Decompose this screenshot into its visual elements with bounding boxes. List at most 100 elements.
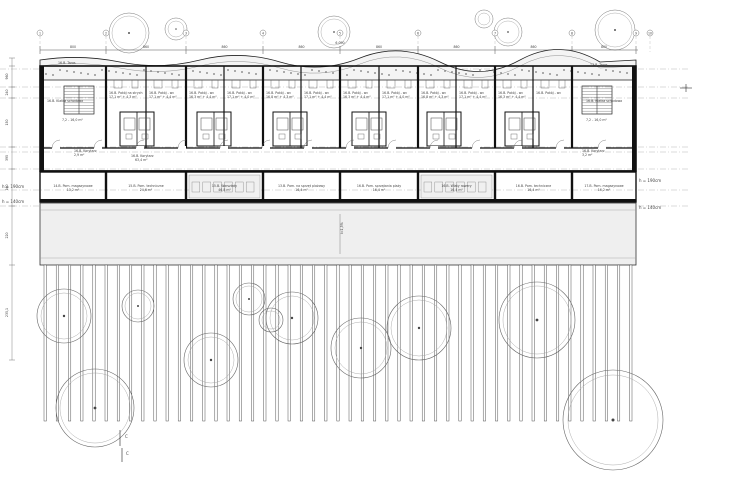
planting-dot xyxy=(451,71,453,73)
planting-dot xyxy=(486,70,488,72)
pile xyxy=(43,264,47,422)
planting-dot xyxy=(444,70,446,72)
dimension-label: 860 xyxy=(143,45,149,49)
sink-icon xyxy=(141,133,149,140)
door-opening xyxy=(472,146,480,150)
planting-dot xyxy=(388,74,390,76)
pile xyxy=(324,264,328,422)
service-wall xyxy=(416,172,420,200)
bed-icon xyxy=(347,79,357,89)
pile xyxy=(458,264,462,422)
grid-axis-label: 7 xyxy=(494,31,496,35)
partition-wall xyxy=(338,66,342,148)
planting-dot xyxy=(101,69,103,71)
corridor-label: 16.B. Korytarz xyxy=(582,149,605,153)
pile xyxy=(385,264,389,422)
section-mark: C xyxy=(121,448,129,462)
grid-axis-label: 1 xyxy=(39,31,41,35)
pile xyxy=(68,264,72,422)
service-room-area: 46,8 m² xyxy=(218,188,231,192)
bike-stand-icon xyxy=(445,181,454,193)
room-label: 16.B. Pokój - wc xyxy=(149,91,174,95)
tree xyxy=(265,291,319,345)
service-room-label: 16.B. Pom. techniczne xyxy=(516,184,552,188)
tree xyxy=(594,9,636,51)
door-swing xyxy=(303,139,313,149)
pile xyxy=(263,264,267,422)
pile xyxy=(543,264,547,422)
tree xyxy=(493,17,523,47)
bike-stand-icon xyxy=(245,181,255,193)
partition-wall xyxy=(300,66,302,148)
tree xyxy=(317,15,351,49)
pile xyxy=(360,264,364,422)
sink-icon xyxy=(432,133,440,140)
planting-dot xyxy=(577,71,579,73)
level-mark: h = 190cm xyxy=(2,184,24,189)
bed-icon xyxy=(386,79,396,89)
terrace-strip xyxy=(39,49,637,81)
bike-stand-icon xyxy=(434,181,443,193)
door-swing xyxy=(471,139,481,149)
wardrobe-icon xyxy=(249,79,257,89)
pile xyxy=(104,264,108,422)
pile xyxy=(556,264,560,422)
door-opening xyxy=(556,146,564,150)
service-wall xyxy=(338,172,342,200)
service-room-label: 15.B. Pom. techniczne xyxy=(128,184,164,188)
room-label: 16.B. Pokój - wc xyxy=(459,91,484,95)
service-room-area: 24,6 m² xyxy=(140,188,153,192)
planting-dot xyxy=(122,72,124,74)
pile xyxy=(409,264,413,422)
bed-icon xyxy=(463,79,473,89)
planting-dot xyxy=(563,69,565,71)
pile xyxy=(446,264,450,422)
pile xyxy=(470,264,474,422)
door-opening xyxy=(598,146,606,150)
pile xyxy=(116,264,120,422)
sink-icon xyxy=(125,133,133,140)
service-room-area: 16,4 m² xyxy=(295,188,308,192)
room-area: 16,8 m² + 4,3 m² xyxy=(266,95,294,99)
planting-dot xyxy=(73,71,75,73)
planting-dot xyxy=(115,71,117,73)
shower xyxy=(123,117,136,131)
room-area: 17,1 m² + 4,4 m² xyxy=(459,95,487,99)
shower xyxy=(370,117,383,131)
pile xyxy=(397,264,401,422)
door-swing xyxy=(261,139,271,149)
service-room-area: 13,2 m² xyxy=(67,188,80,192)
planting-dot xyxy=(325,71,327,73)
planting-dot xyxy=(157,71,159,73)
top-trees xyxy=(108,9,636,54)
sink-icon xyxy=(526,133,534,140)
dimension-label: 860 xyxy=(376,45,382,49)
planting-dot xyxy=(143,69,145,71)
shower xyxy=(291,117,304,131)
partition-wall xyxy=(378,66,380,148)
staircase-area: 7,2 - 16,0 m² xyxy=(586,118,607,122)
terrace-label: 16.B. Taras xyxy=(58,61,76,65)
room-label: 16.B. Pokój - wc xyxy=(498,91,523,95)
planting-dot xyxy=(360,70,362,72)
partition-wall xyxy=(416,66,420,148)
dimension-label: 860 xyxy=(221,45,227,49)
planting-dot xyxy=(409,71,411,73)
pile xyxy=(299,264,303,422)
planting-dot xyxy=(402,70,404,72)
service-wall xyxy=(570,172,574,200)
pile xyxy=(568,264,572,422)
pile xyxy=(177,264,181,422)
door-swing xyxy=(93,139,103,149)
tree xyxy=(562,369,664,471)
room-area: 16,3 m² + 4,4 m² xyxy=(189,95,217,99)
planting-dot xyxy=(619,71,621,73)
pile xyxy=(226,264,230,422)
planting-dot xyxy=(234,70,236,72)
staircase-label: 16.B. Klatka schodowa xyxy=(47,99,83,103)
planting-dot xyxy=(227,69,229,71)
dimension-label: 240 xyxy=(5,89,9,95)
door-opening xyxy=(52,146,60,150)
